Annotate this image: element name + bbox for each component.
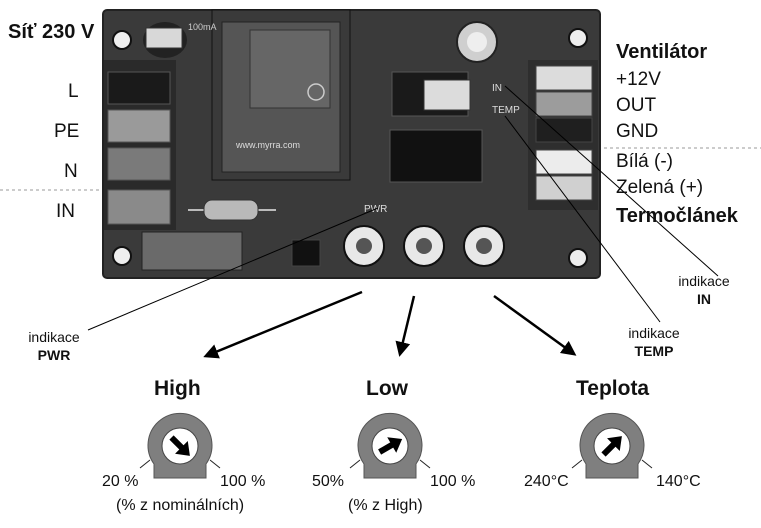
knob-teplota-left: 240°C xyxy=(524,473,569,490)
fan-terminal-block xyxy=(528,60,598,210)
knob-icons xyxy=(139,412,653,479)
fan-title: Ventilátor xyxy=(616,41,708,63)
knob-teplota-title: Teplota xyxy=(576,377,650,400)
knob-low-right: 100 % xyxy=(430,473,476,490)
knob-high-title: High xyxy=(154,377,201,400)
callout-pwr-line1: indikace xyxy=(28,329,80,345)
relay xyxy=(141,231,243,271)
leader-in xyxy=(504,85,719,277)
power-terminal-in: IN xyxy=(56,201,75,222)
callout-pwr-line2: PWR xyxy=(37,347,71,363)
thermo-title: Termočlánek xyxy=(616,205,738,227)
knob-low-left: 50% xyxy=(312,473,345,490)
capacitor xyxy=(456,21,498,63)
callout-temp: indikace TEMP xyxy=(614,326,694,358)
leader-pwr xyxy=(87,207,379,331)
transistor xyxy=(291,239,321,267)
callout-temp-line1: indikace xyxy=(628,325,680,341)
power-terminal-block xyxy=(104,60,176,230)
integrated-circuits xyxy=(389,71,483,183)
fan-terminal-out: OUT xyxy=(616,95,657,116)
power-terminal-pe: PE xyxy=(54,121,80,142)
knob-high-note: (% z nominálních) xyxy=(116,497,245,514)
thermo-wire-white: Bílá (-) xyxy=(616,151,673,172)
knob-high-icon xyxy=(139,412,221,479)
transformer-brand: www.myrra.com xyxy=(235,140,300,150)
knob-teplota-icon xyxy=(571,412,653,479)
arrow-teplota xyxy=(493,294,577,356)
callout-in: indikace IN xyxy=(668,274,740,306)
leader-temp xyxy=(504,115,661,323)
arrow-low xyxy=(395,295,416,357)
power-title: Síť 230 V xyxy=(8,21,95,43)
knob-low-title: Low xyxy=(366,377,408,400)
callout-pwr: indikace PWR xyxy=(14,330,94,362)
callout-temp-line2: TEMP xyxy=(634,343,674,359)
pcb-label-in: IN xyxy=(492,83,502,94)
power-terminal-l: L xyxy=(68,81,79,102)
power-terminal-n: N xyxy=(64,161,78,182)
arrow-high xyxy=(203,290,363,359)
knob-high-right: 100 % xyxy=(220,473,266,490)
pcb-label-temp: TEMP xyxy=(492,105,520,116)
fuse xyxy=(143,22,187,58)
knob-low-icon xyxy=(349,412,431,479)
knob-high-left: 20 % xyxy=(102,473,139,490)
thermo-wire-green: Zelená (+) xyxy=(616,177,704,198)
callout-in-line1: indikace xyxy=(678,273,730,289)
resistor xyxy=(188,199,276,221)
fan-terminal-12v: +12V xyxy=(616,69,661,90)
transformer xyxy=(211,9,351,181)
knob-low-note: (% z High) xyxy=(348,497,423,514)
mounting-holes xyxy=(112,28,588,268)
callout-in-line2: IN xyxy=(697,291,711,307)
fuse-label: 100mA xyxy=(188,22,217,32)
fan-terminal-gnd: GND xyxy=(616,121,659,142)
knob-teplota-right: 140°C xyxy=(656,473,701,490)
